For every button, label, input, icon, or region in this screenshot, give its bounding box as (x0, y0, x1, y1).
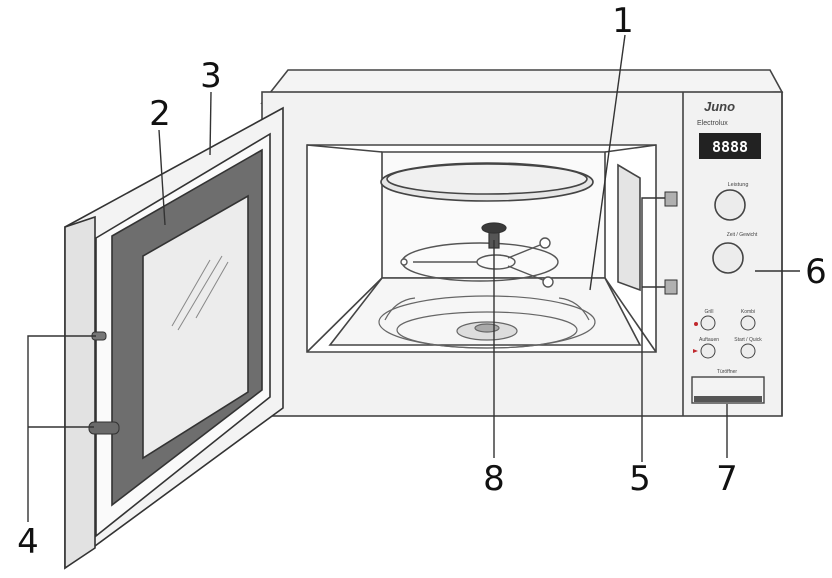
btn-bl-label: Auftauen (699, 337, 719, 343)
start-button[interactable] (740, 343, 756, 359)
control-panel: Juno Electrolux 8888 Leistung Zeit / Gew… (691, 99, 765, 404)
callout-6: 6 (805, 252, 827, 292)
timer-knob[interactable] (712, 242, 744, 274)
power-knob[interactable] (714, 189, 746, 221)
leader-4 (27, 335, 96, 522)
leader-3 (209, 91, 212, 156)
brand-name: Juno (704, 99, 735, 114)
door-hook-bottom (88, 421, 120, 435)
door-latch-top (664, 191, 678, 207)
grill-indicator (694, 322, 698, 326)
btn-tl-label: Grill (705, 309, 714, 315)
door-open-label: Türöffner (717, 369, 738, 375)
callout-1: 1 (612, 1, 634, 41)
glass-turntable (380, 162, 594, 202)
callout-2: 2 (149, 94, 171, 134)
callout-5: 5 (629, 459, 651, 499)
turntable-shaft (481, 222, 507, 249)
callout-8: 8 (483, 459, 505, 499)
defrost-arrow-icon (693, 349, 698, 353)
callout-labels: 1 2 3 4 5 6 7 8 (17, 1, 827, 562)
leader-1 (589, 34, 626, 291)
turntable-drive (378, 295, 596, 349)
btn-br-label: Start / Quick (734, 337, 762, 343)
digital-display (699, 133, 761, 159)
callout-7: 7 (716, 459, 738, 499)
knob-bottom-label: Zeit / Gewicht (727, 232, 758, 238)
callout-lines (27, 34, 800, 522)
leader-5 (641, 197, 665, 462)
window-reflection (171, 255, 229, 331)
door-window (142, 194, 249, 460)
knob-top-label: Leistung (728, 182, 749, 188)
brand-sub: Electrolux (697, 120, 728, 127)
leader-2 (158, 129, 166, 226)
microwave-door (64, 106, 284, 570)
combi-button[interactable] (740, 315, 756, 331)
door-open-button-shadow (694, 396, 762, 402)
display-value: 8888 (712, 138, 748, 156)
callout-3: 3 (200, 56, 222, 96)
door-side-edge (64, 215, 96, 570)
grill-button[interactable] (700, 315, 716, 331)
waveguide-cover (617, 163, 641, 292)
door-latch-bottom (664, 279, 678, 295)
callout-4: 4 (17, 522, 39, 562)
roller-ring (400, 237, 559, 288)
btn-tr-label: Kombi (741, 309, 755, 315)
defrost-button[interactable] (700, 343, 716, 359)
